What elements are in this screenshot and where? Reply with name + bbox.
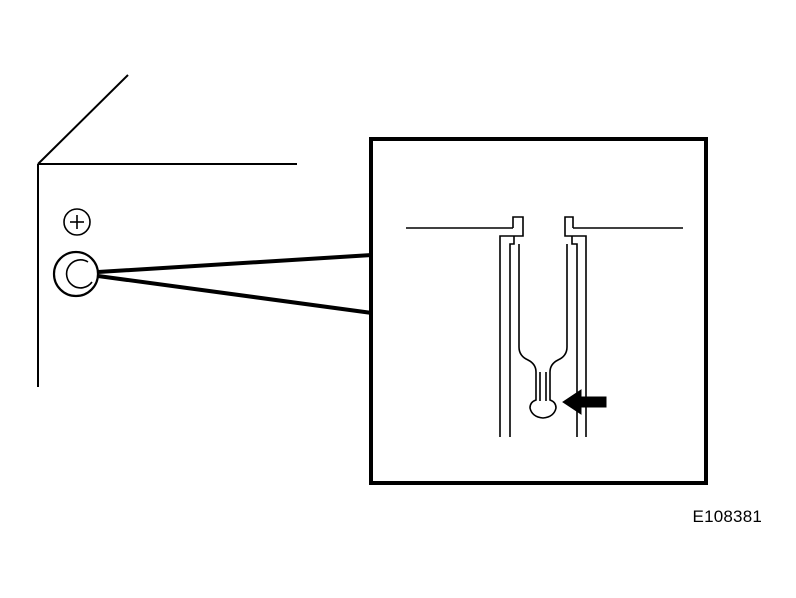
- plug-body: [518, 244, 568, 419]
- terminal-inner-ring: [65, 259, 93, 289]
- positive-symbol-circle: [63, 208, 91, 236]
- right-lip: [564, 216, 587, 437]
- left-lip: [499, 216, 524, 437]
- detail-box: [369, 137, 708, 485]
- figure-reference-code: E108381: [692, 507, 762, 526]
- detail-cross-section: [406, 216, 683, 437]
- terminal-post: [52, 250, 100, 298]
- plug-inner-line: [539, 372, 547, 401]
- battery-case-slanted-edge: [37, 74, 129, 165]
- callout-lines: [97, 253, 373, 315]
- right-inner-wall: [571, 236, 578, 437]
- indicator-arrow-icon: [562, 389, 607, 415]
- terminal-outer-ring: [52, 250, 100, 298]
- callout-lower-line: [97, 274, 373, 315]
- battery-case: [37, 74, 297, 387]
- callout-upper-line: [97, 253, 373, 274]
- left-inner-wall: [509, 236, 515, 437]
- positive-symbol: [63, 208, 91, 236]
